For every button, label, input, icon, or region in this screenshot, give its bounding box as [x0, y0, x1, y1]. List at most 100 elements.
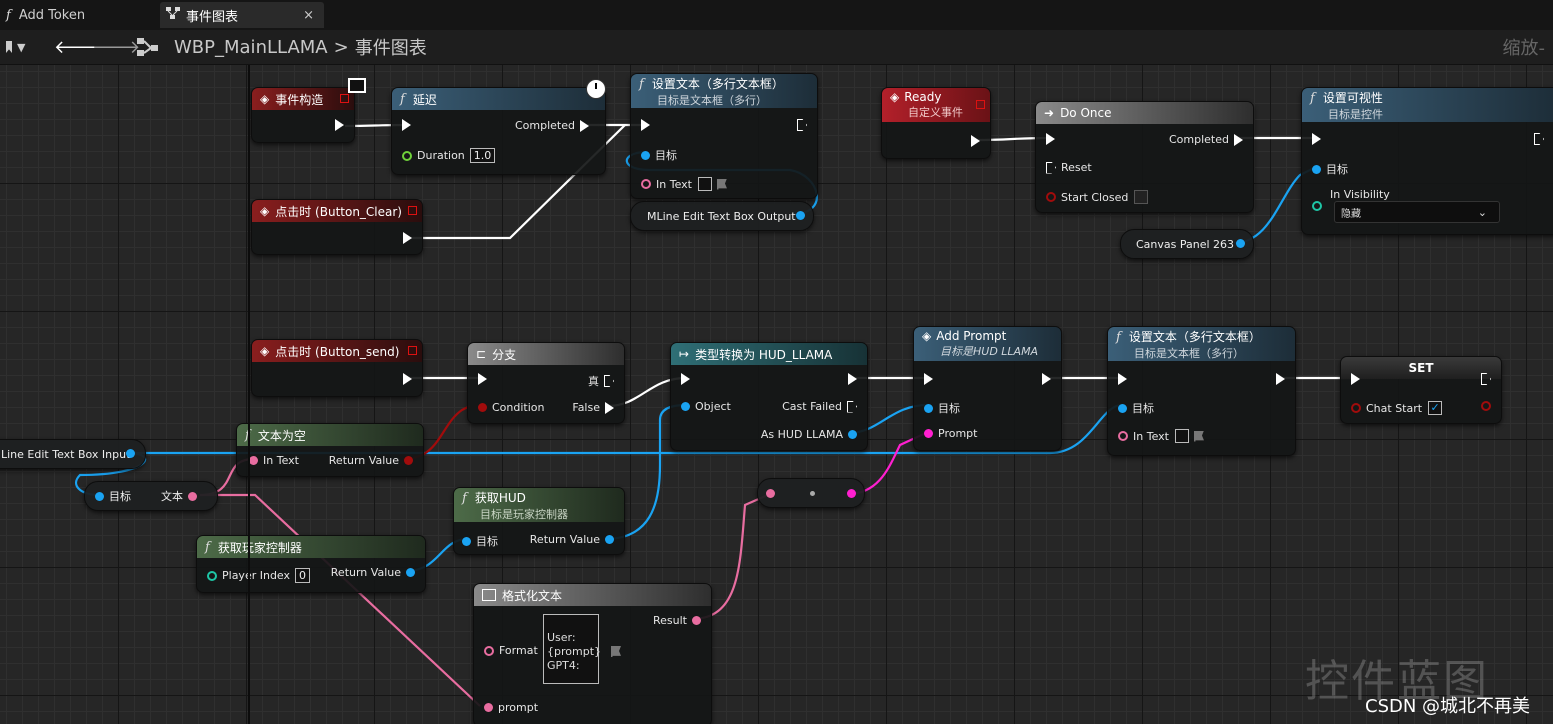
target-pin[interactable]: 目标: [641, 147, 677, 163]
condition-pin[interactable]: Condition: [478, 401, 545, 414]
tab-add-token[interactable]: f Add Token: [0, 2, 164, 28]
chat-start-checkbox[interactable]: ✓: [1428, 401, 1443, 415]
target-pin[interactable]: 目标: [1118, 400, 1154, 416]
do-once-node[interactable]: ➜Do Once Completed Reset Start Closed: [1035, 101, 1254, 213]
chat-start-out-pin[interactable]: [1481, 401, 1491, 411]
exec-out-pin[interactable]: [1276, 373, 1285, 385]
delegate-pin[interactable]: [976, 100, 985, 109]
pin-label: Object: [695, 400, 731, 413]
exec-out-pin[interactable]: [1042, 373, 1051, 385]
exec-in-pin[interactable]: [681, 373, 690, 385]
in-visibility-pin[interactable]: [1312, 201, 1327, 211]
as-hud-pin[interactable]: As HUD LLAMA: [761, 428, 857, 441]
delegate-pin[interactable]: [408, 346, 417, 355]
button-send-click-event[interactable]: ◈点击时 (Button_send): [251, 339, 423, 397]
set-chat-start-node[interactable]: SET Chat Start✓: [1340, 356, 1502, 424]
back-button[interactable]: 🡐: [54, 30, 102, 64]
exec-out-pin[interactable]: [403, 373, 412, 385]
reroute-in-pin[interactable]: [766, 488, 775, 498]
duration-input[interactable]: 1.0: [469, 148, 496, 163]
close-icon[interactable]: ×: [303, 7, 314, 23]
result-pin[interactable]: Result: [653, 614, 701, 627]
node-title: Add Prompt: [936, 329, 1007, 343]
false-pin[interactable]: False: [572, 401, 614, 414]
exec-out-pin[interactable]: [848, 373, 857, 385]
branch-node[interactable]: ⊏分支 真 Condition False: [467, 342, 625, 424]
return-value-pin[interactable]: Return Value: [329, 454, 413, 467]
output-pin[interactable]: [796, 211, 805, 220]
text-out-pin[interactable]: [188, 491, 197, 501]
return-value-pin[interactable]: Return Value: [530, 533, 614, 546]
button-clear-click-event[interactable]: ◈点击时 (Button_Clear): [251, 199, 423, 255]
start-closed-checkbox[interactable]: [1134, 190, 1149, 204]
target-pin[interactable]: 目标: [1312, 161, 1348, 177]
in-text-input[interactable]: [697, 177, 712, 191]
target-pin[interactable]: 目标: [462, 533, 498, 549]
exec-in-pin[interactable]: [1351, 373, 1360, 385]
cast-failed-pin[interactable]: Cast Failed: [782, 400, 857, 413]
exec-in-pin[interactable]: [1118, 373, 1127, 385]
tab-event-graph[interactable]: 事件图表 ×: [160, 2, 324, 28]
exec-out-pin[interactable]: [335, 119, 344, 131]
target-pin[interactable]: [95, 491, 104, 501]
exec-in-pin[interactable]: [478, 373, 487, 385]
exec-out-pin[interactable]: [403, 232, 412, 244]
reset-pin[interactable]: Reset: [1046, 161, 1092, 174]
completed-pin[interactable]: Completed: [1169, 133, 1243, 146]
exec-out-pin[interactable]: [971, 135, 980, 147]
cast-to-hud-node[interactable]: ↦类型转换为 HUD_LLAMA Object Cast Failed As H…: [670, 342, 868, 451]
completed-pin[interactable]: Completed: [515, 119, 589, 132]
visibility-dropdown[interactable]: 隐藏 ⌄: [1334, 201, 1500, 223]
exec-in-pin[interactable]: [1046, 133, 1055, 145]
output-pin[interactable]: [126, 449, 135, 458]
delegate-pin[interactable]: [408, 206, 417, 215]
breadcrumb-blueprint[interactable]: WBP_MainLLAMA: [174, 36, 328, 58]
get-text-node[interactable]: 目标 文本: [84, 481, 218, 511]
start-closed-pin[interactable]: Start Closed: [1046, 190, 1149, 204]
true-pin[interactable]: 真: [588, 373, 614, 389]
line-edit-input-variable[interactable]: Line Edit Text Box Input: [0, 439, 146, 469]
mline-output-variable[interactable]: MLine Edit Text Box Output: [630, 201, 814, 231]
prompt-pin[interactable]: prompt: [484, 701, 538, 714]
exec-out-pin[interactable]: [1481, 373, 1491, 385]
exec-in-pin[interactable]: [402, 119, 411, 131]
in-text-pin[interactable]: In Text: [641, 177, 727, 191]
delegate-pin[interactable]: [340, 94, 349, 103]
format-pin[interactable]: Format: [484, 644, 538, 657]
canvas-panel-variable[interactable]: Canvas Panel 263: [1120, 229, 1254, 259]
reroute-out-pin[interactable]: [847, 488, 856, 498]
reroute-node[interactable]: [757, 478, 865, 508]
player-index-input[interactable]: 0: [295, 568, 311, 583]
forward-button[interactable]: 🡒: [92, 30, 140, 64]
exec-out-pin[interactable]: [797, 119, 807, 131]
event-construct-node[interactable]: ◈事件构造: [251, 87, 355, 143]
output-pin[interactable]: [1236, 239, 1245, 248]
return-value-pin[interactable]: Return Value: [331, 566, 415, 579]
text-is-empty-node[interactable]: f文本为空 In Text Return Value: [236, 423, 424, 477]
chat-start-pin[interactable]: Chat Start✓: [1351, 401, 1443, 415]
bookmark-menu-button[interactable]: ▼: [6, 30, 25, 64]
exec-out-pin[interactable]: [1534, 133, 1544, 145]
in-text-pin[interactable]: In Text: [249, 454, 299, 467]
exec-in-pin[interactable]: [924, 373, 933, 385]
target-pin[interactable]: 目标: [924, 400, 960, 416]
exec-in-pin[interactable]: [1312, 133, 1321, 145]
format-text-input[interactable]: User: {prompt} GPT4:: [543, 614, 601, 684]
in-text-pin[interactable]: In Text: [1118, 429, 1204, 443]
prompt-pin[interactable]: Prompt: [924, 427, 977, 440]
exec-in-pin[interactable]: [641, 119, 650, 131]
object-pin[interactable]: Object: [681, 400, 731, 413]
in-text-input[interactable]: [1174, 429, 1189, 443]
format-text-node[interactable]: 格式化文本 Result Format User: {prompt} GPT4:…: [473, 583, 712, 724]
